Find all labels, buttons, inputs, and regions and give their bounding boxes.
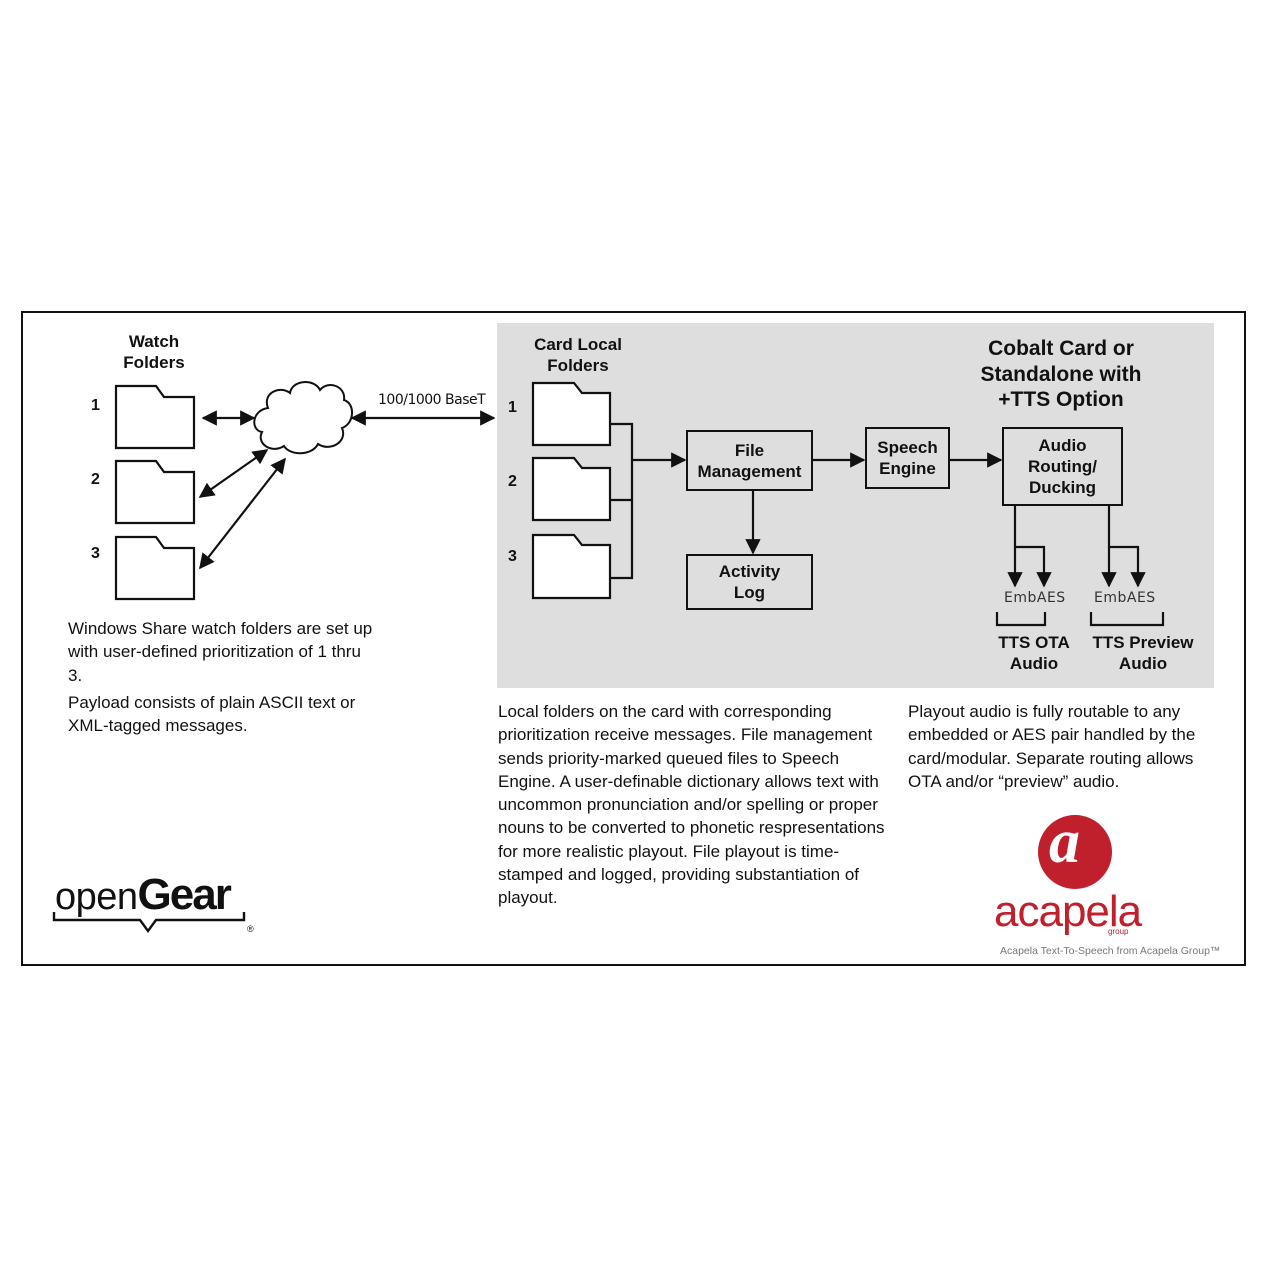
acapela-logo-word: acapela <box>994 887 1142 936</box>
audio-routing-box: Audio Routing/ Ducking <box>1002 427 1123 506</box>
ota-bracket <box>995 612 1047 627</box>
emb-aes-label-preview: EmbAES <box>1094 590 1156 606</box>
playout-desc-text: Playout audio is fully routable to any e… <box>908 702 1196 791</box>
watch-folders-description: Windows Share watch folders are set up w… <box>68 617 373 741</box>
card-folder-number-2: 2 <box>508 473 517 490</box>
file-management-box: File Management <box>686 430 813 491</box>
card-local-desc-text: Local folders on the card with correspon… <box>498 702 885 908</box>
watch-desc-prioritization: Windows Share watch folders are set up w… <box>68 619 373 685</box>
watch-folder-icon-2 <box>114 459 196 525</box>
tts-preview-audio-label: TTS Preview Audio <box>1092 633 1194 673</box>
opengear-logo-gear: Gear <box>137 870 232 919</box>
watch-folder-icon-1 <box>114 384 196 450</box>
emb-aes-label-ota: EmbAES <box>1004 590 1066 606</box>
card-folder-number-3: 3 <box>508 548 517 565</box>
watch-folder-number-2: 2 <box>91 471 100 488</box>
opengear-registered-mark: ® <box>247 924 254 934</box>
acapela-logo-group: group <box>1108 927 1129 936</box>
watch-folder-icon-3 <box>114 535 196 601</box>
network-cloud-icon <box>253 381 353 455</box>
watch-desc-payload: Payload consists of plain ASCII text or … <box>68 692 356 736</box>
tts-ota-audio-label: TTS OTA Audio <box>998 633 1070 673</box>
card-local-folders-title: Card Local Folders <box>534 335 622 375</box>
acapela-logo-letter: a <box>1049 808 1080 876</box>
routing-output-preview <box>1101 506 1146 588</box>
card-local-description: Local folders on the card with correspon… <box>498 700 893 914</box>
card-folder-icon-2 <box>531 456 612 522</box>
activity-log-box: Activity Log <box>686 554 813 610</box>
playout-description: Playout audio is fully routable to any e… <box>908 700 1226 797</box>
arrow-folder2-cloud <box>198 449 269 498</box>
acapela-tagline: Acapela Text-To-Speech from Acapela Grou… <box>1000 945 1221 957</box>
network-label: 100/1000 BaseT <box>378 392 486 408</box>
watch-folder-number-1: 1 <box>91 397 100 414</box>
preview-bracket <box>1089 612 1165 627</box>
routing-output-ota <box>1007 506 1052 588</box>
opengear-logo-open: open <box>55 876 138 918</box>
opengear-logo: openGear ® <box>55 870 254 934</box>
card-folder-icon-3 <box>531 533 612 600</box>
watch-folders-title: Watch Folders <box>123 332 185 372</box>
watch-folder-number-3: 3 <box>91 545 100 562</box>
cobalt-card-heading: Cobalt Card or Standalone with +TTS Opti… <box>980 337 1142 411</box>
speech-engine-box: Speech Engine <box>865 427 950 489</box>
card-folder-icon-1 <box>531 381 612 447</box>
card-folder-number-1: 1 <box>508 399 517 416</box>
acapela-logo-mark-icon <box>1038 815 1112 889</box>
opengear-brace-icon <box>52 912 246 934</box>
arrow-folder3-cloud <box>199 457 286 570</box>
